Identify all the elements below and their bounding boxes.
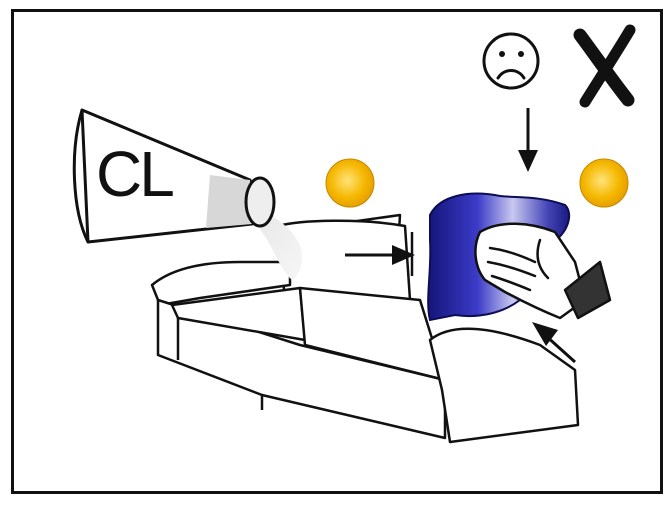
cleaner-label: CL <box>96 142 172 206</box>
sad-face-icon <box>484 34 538 88</box>
cross-mark-icon <box>580 30 630 102</box>
sun-dot-right <box>580 159 628 207</box>
sun-dot-left <box>326 159 374 207</box>
